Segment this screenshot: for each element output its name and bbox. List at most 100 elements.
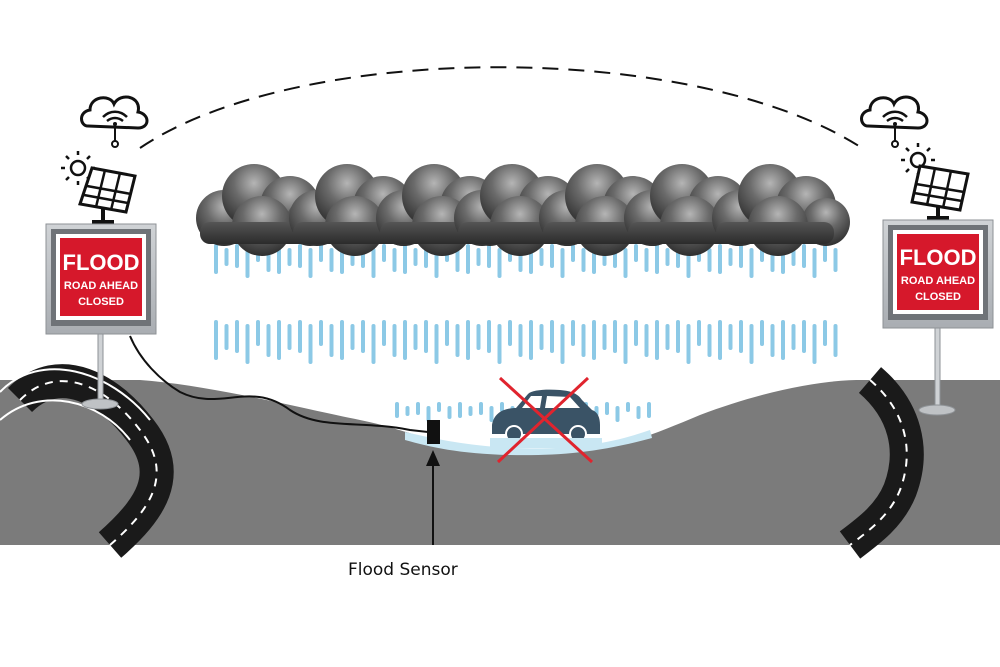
raindrop xyxy=(508,320,512,346)
raindrop xyxy=(560,324,565,364)
left-curved-road xyxy=(0,364,174,558)
raindrop xyxy=(416,402,420,415)
raindrop xyxy=(636,406,641,419)
raindrop xyxy=(476,324,481,350)
raindrop xyxy=(623,248,628,278)
raindrop xyxy=(550,320,554,353)
raindrop xyxy=(395,402,399,418)
road-surface xyxy=(0,380,1000,545)
raindrop xyxy=(770,324,775,357)
raindrop xyxy=(287,324,292,350)
raindrop xyxy=(403,244,407,274)
raindrop xyxy=(812,248,817,278)
raindrop xyxy=(791,248,796,266)
solar-panel-icon xyxy=(78,166,137,224)
raindrop xyxy=(447,406,452,419)
raindrop xyxy=(277,320,281,360)
flood-sensor xyxy=(427,420,440,444)
raindrop xyxy=(833,248,838,272)
raindrop xyxy=(382,320,386,346)
raindrop xyxy=(539,248,544,266)
sensor-cable xyxy=(129,335,429,433)
raindrop xyxy=(266,324,271,357)
raindrop xyxy=(497,324,502,364)
raindrop xyxy=(739,320,743,353)
raindrop xyxy=(560,248,565,278)
raindrop xyxy=(581,248,586,272)
raindrop xyxy=(802,244,806,268)
raindrop xyxy=(405,406,410,416)
raindrop xyxy=(644,248,649,272)
right-sign-line1: FLOOD xyxy=(900,245,977,270)
raindrop xyxy=(529,320,533,360)
arrow-up-icon xyxy=(426,450,440,545)
raindrop xyxy=(329,248,334,272)
raindrop xyxy=(245,324,250,364)
raindrop xyxy=(392,324,397,357)
raindrop xyxy=(329,324,334,357)
raindrop xyxy=(214,320,218,360)
raindrop xyxy=(468,406,473,416)
raindrop xyxy=(571,244,575,262)
raindrop xyxy=(371,324,376,364)
solar-panel-icon xyxy=(910,164,970,220)
raindrop xyxy=(497,248,502,278)
raindrop xyxy=(518,324,523,357)
raindrop xyxy=(403,320,407,360)
raindrop xyxy=(245,248,250,278)
raindrop xyxy=(319,244,323,262)
raindrop xyxy=(489,406,494,422)
right-sign-assembly: FLOOD ROAD AHEAD CLOSED xyxy=(860,95,994,416)
raindrop xyxy=(392,248,397,272)
storm-cloud-icon xyxy=(712,164,850,256)
raindrop xyxy=(434,324,439,364)
raindrop xyxy=(728,248,733,266)
raindrop xyxy=(623,324,628,364)
raindrop xyxy=(571,320,575,346)
raindrop xyxy=(214,244,218,274)
car-icon xyxy=(490,389,602,448)
raindrop xyxy=(458,402,462,418)
raindrop xyxy=(361,320,365,353)
raindrop xyxy=(634,244,638,262)
raindrop xyxy=(382,244,386,262)
raindrop xyxy=(539,324,544,350)
raindrop xyxy=(298,244,302,268)
raindrop xyxy=(626,402,630,412)
right-sign-line2: ROAD AHEAD xyxy=(901,275,975,287)
flood-sensor-label: Flood Sensor xyxy=(348,560,458,580)
right-curved-road xyxy=(839,367,924,559)
left-sign-line1: FLOOD xyxy=(63,250,140,275)
wifi-cloud-icon xyxy=(860,95,929,148)
raindrop xyxy=(802,320,806,353)
raindrop xyxy=(256,320,260,346)
raindrop xyxy=(340,320,344,360)
raindrop xyxy=(500,402,504,412)
raindrop xyxy=(319,320,323,346)
raindrop xyxy=(823,320,827,346)
raindrop xyxy=(424,320,428,353)
raindrop xyxy=(718,320,722,360)
storm-clouds xyxy=(196,164,850,256)
right-sign-face xyxy=(897,234,979,310)
raindrop xyxy=(665,324,670,350)
red-x-icon xyxy=(496,376,594,464)
raindrop xyxy=(602,324,607,350)
raindrop xyxy=(760,320,764,346)
raindrop xyxy=(749,324,754,364)
raindrop xyxy=(298,320,302,353)
raindrop xyxy=(487,320,491,353)
raindrop xyxy=(665,248,670,266)
raindrop xyxy=(781,320,785,360)
raindrop xyxy=(455,248,460,272)
raindrop xyxy=(739,244,743,268)
raindrop xyxy=(413,248,418,266)
left-sign-line3: CLOSED xyxy=(78,296,124,308)
raindrop xyxy=(581,324,586,357)
raindrop xyxy=(224,248,229,266)
raindrop xyxy=(592,320,596,360)
right-sign-line3: CLOSED xyxy=(915,291,961,303)
raindrop xyxy=(426,406,431,422)
raindrop xyxy=(350,324,355,350)
